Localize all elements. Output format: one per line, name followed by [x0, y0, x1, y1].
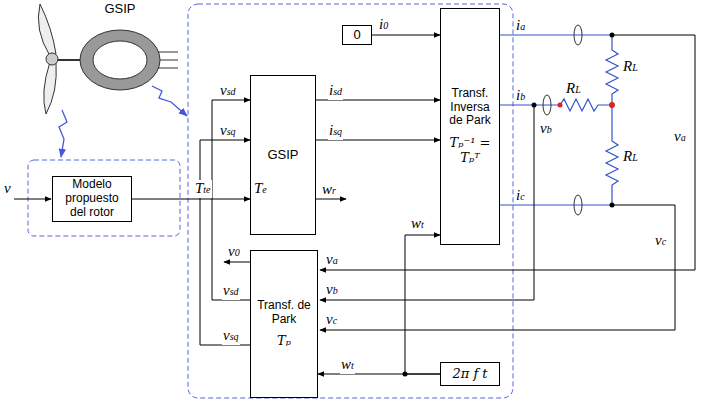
link-arrow — [152, 86, 187, 116]
block-text: Tₚ⁻¹ = Tₚᵀ — [445, 136, 495, 166]
voltage-name: va — [326, 251, 338, 269]
frequency-box: 2π f t — [440, 362, 500, 386]
voltage-name: vb — [540, 120, 552, 138]
rotor-model-box: Modelo propuesto del rotor — [52, 176, 132, 222]
current-name: ia — [516, 17, 525, 35]
generator-block: GSIP — [250, 75, 316, 235]
current-sensor — [543, 25, 582, 215]
signal-connector — [405, 235, 440, 374]
signal-name: vsq — [220, 122, 236, 140]
signal-name: Tte — [194, 180, 212, 198]
resistor-name: RL — [623, 58, 638, 76]
input-wire — [14, 199, 51, 200]
signal-name: vsq — [222, 327, 240, 345]
voltage-name: va — [674, 128, 686, 146]
inverse-park-block: Transf. Inversa de ParkTₚ⁻¹ = Tₚᵀ — [440, 8, 500, 245]
resistor-name: RL — [566, 80, 581, 98]
block-text: Modelo propuesto del rotor — [57, 178, 127, 219]
block-text: 2π f t — [452, 367, 487, 382]
block-text: 0 — [353, 28, 360, 43]
signal-name: wt — [340, 356, 355, 374]
rotor-group-frame — [28, 160, 180, 236]
signal-name: wt — [410, 215, 425, 233]
signal-name: vsd — [222, 282, 240, 300]
signal-name: isq — [328, 122, 343, 140]
resistor-name: RL — [623, 148, 638, 166]
signal-connector — [372, 35, 440, 36]
block-text: GSIP — [267, 148, 298, 163]
generator-ring: GSIP — [80, 2, 160, 92]
signal-name: isd — [328, 82, 343, 100]
signal-name: wr — [322, 181, 336, 199]
signal-name: v0 — [228, 243, 240, 261]
constant-box: 0 — [342, 25, 372, 45]
wind-turbine — [38, 4, 178, 114]
block-text: Transf. Inversa de Park — [445, 87, 495, 128]
output-wire — [316, 199, 346, 200]
current-name: ib — [516, 87, 525, 105]
machine-group-frame — [188, 4, 513, 398]
signal-connector — [212, 100, 250, 300]
port-name: Te — [254, 180, 267, 198]
star-point — [609, 102, 615, 108]
output-wire — [224, 262, 250, 263]
voltage-taps — [320, 35, 695, 330]
junction-dot — [532, 33, 615, 208]
load-circuit — [500, 35, 618, 205]
current-name: ic — [516, 187, 525, 205]
signal-connector — [132, 199, 250, 200]
park-block: Transf. de ParkTₚ — [250, 250, 318, 398]
star-point — [558, 103, 563, 108]
voltage-name: vc — [655, 232, 666, 250]
block-text: Transf. de Park — [255, 299, 313, 327]
signal-connector — [318, 374, 440, 375]
voltage-name: vb — [326, 281, 338, 299]
block-text: Tₚ — [277, 334, 291, 349]
block-text: GSIP — [104, 2, 135, 17]
signal-name: v — [4, 180, 11, 197]
voltage-name: vc — [326, 311, 337, 329]
signal-name: i0 — [378, 16, 389, 34]
signal-connector — [200, 140, 250, 345]
signal-name: vsd — [220, 82, 236, 100]
link-arrow — [59, 110, 67, 157]
